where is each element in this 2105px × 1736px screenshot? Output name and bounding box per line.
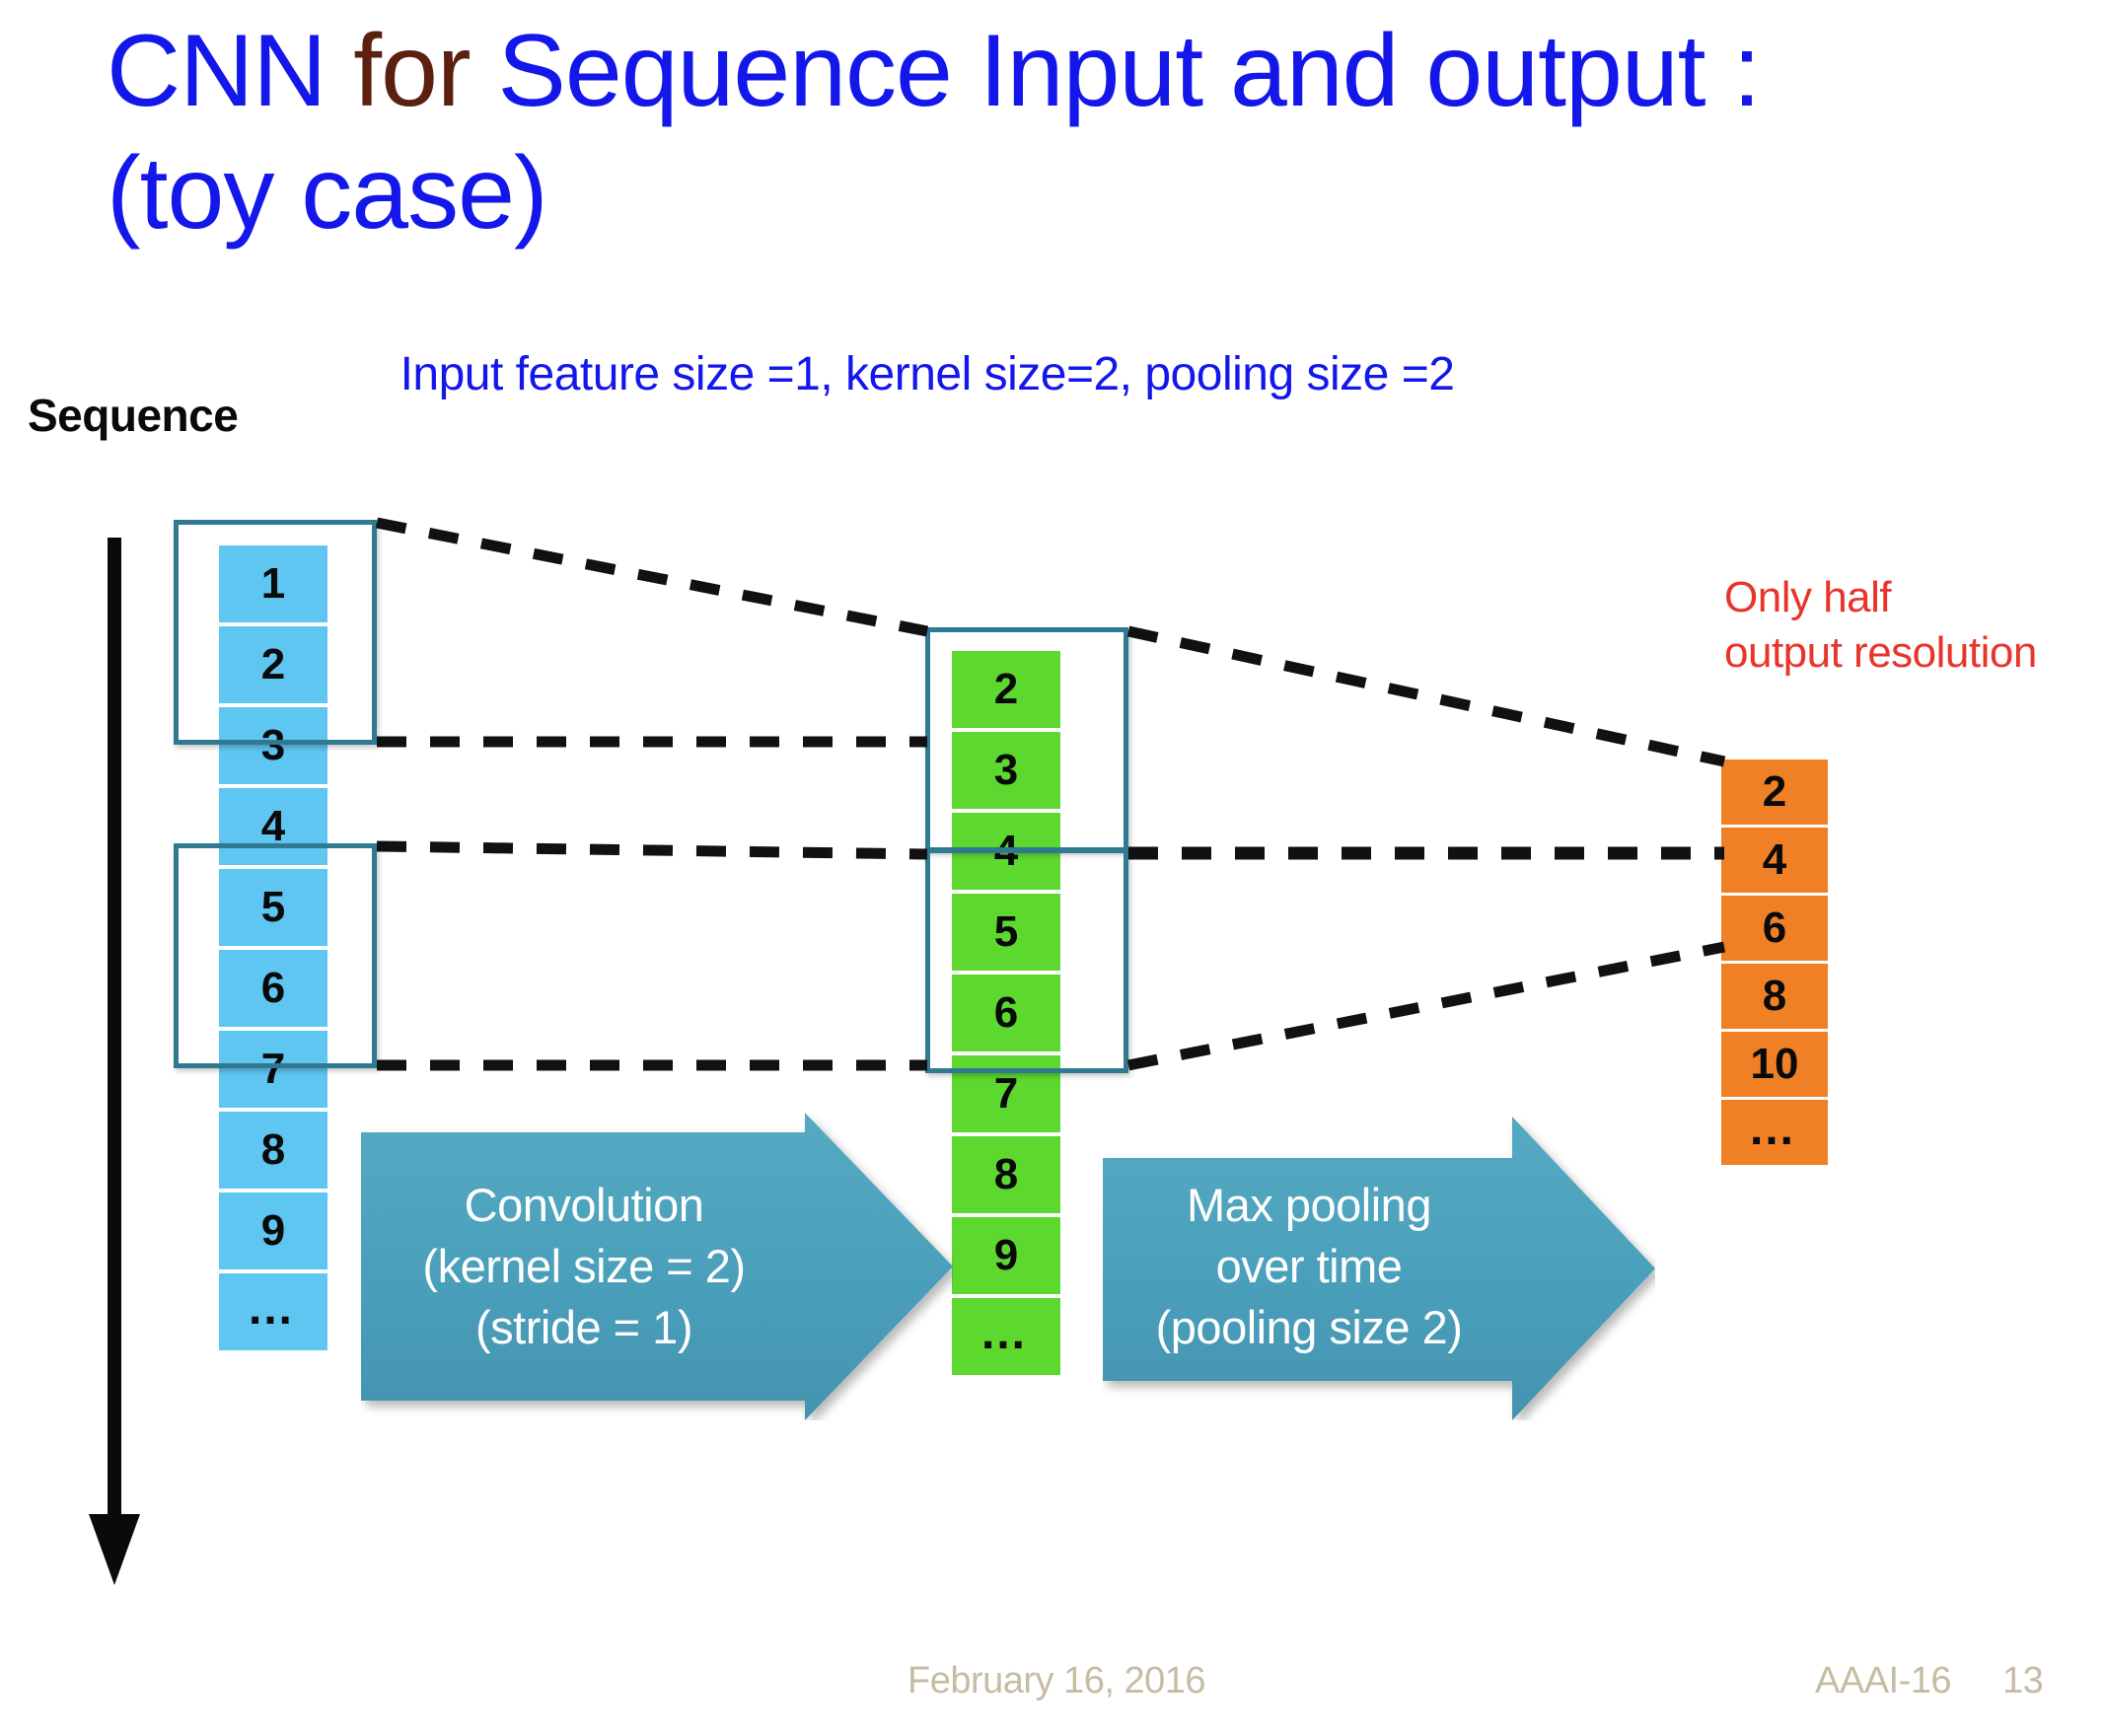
conv-cell: 6 <box>952 975 1060 1051</box>
title-part-rest: Sequence Input and output : (toy case) <box>107 14 1788 251</box>
pool-cell: 6 <box>1721 896 1828 961</box>
convolution-output-column: 2 3 4 5 6 7 8 9 … <box>952 651 1060 1379</box>
conv-pooling-window-2 <box>925 848 1128 1073</box>
callout-line-1: Only half <box>1724 573 1892 621</box>
conv-cell: 2 <box>952 651 1060 728</box>
connector-line <box>1126 941 1726 1071</box>
title-part-cnn: CNN <box>107 14 354 128</box>
sequence-direction-arrow-icon <box>89 538 140 1585</box>
input-sequence-column: 1 2 3 4 5 6 7 8 9 … <box>219 545 327 1354</box>
input-kernel-window-2 <box>174 843 377 1068</box>
output-resolution-callout: Only half output resolution <box>1724 570 2105 681</box>
convolution-arrow-icon <box>361 1113 953 1420</box>
connector-line <box>375 517 929 637</box>
input-cell: 5 <box>219 869 327 946</box>
input-cell: 8 <box>219 1112 327 1189</box>
input-cell: 7 <box>219 1031 327 1108</box>
conv-cell: 8 <box>952 1136 1060 1213</box>
pooling-output-column: 2 4 6 8 10 … <box>1721 760 1828 1168</box>
page-title: CNN for Sequence Input and output : (toy… <box>107 10 1882 254</box>
pool-cell: 4 <box>1721 828 1828 893</box>
pooling-arrow-icon <box>1103 1117 1655 1420</box>
title-part-for: for <box>353 14 498 128</box>
subtitle: Input feature size =1, kernel size=2, po… <box>399 348 1455 400</box>
conv-cell-ellipsis: … <box>952 1298 1060 1375</box>
footer-conference: AAAI-16 <box>1815 1660 1952 1701</box>
pooling-arrow: Max pooling over time (pooling size 2) <box>1103 1113 1655 1420</box>
input-cell: 9 <box>219 1193 327 1269</box>
connector-line <box>376 840 928 860</box>
pool-cell: 2 <box>1721 760 1828 825</box>
conv-cell: 5 <box>952 894 1060 971</box>
conv-cell: 9 <box>952 1217 1060 1294</box>
conv-pooling-window-1 <box>925 627 1128 852</box>
pool-cell-ellipsis: … <box>1721 1100 1828 1165</box>
convolution-arrow: Convolution (kernel size = 2) (stride = … <box>361 1113 953 1420</box>
connector-line <box>1126 625 1726 767</box>
footer-page-number: 13 <box>2002 1660 2044 1701</box>
input-cell: 3 <box>219 707 327 784</box>
pool-cell: 10 <box>1721 1032 1828 1097</box>
input-cell: 6 <box>219 950 327 1027</box>
input-cell: 4 <box>219 788 327 865</box>
footer-date: February 16, 2016 <box>907 1660 1206 1701</box>
pool-cell: 8 <box>1721 964 1828 1029</box>
input-cell: 1 <box>219 545 327 622</box>
input-cell-ellipsis: … <box>219 1273 327 1350</box>
conv-cell: 3 <box>952 732 1060 809</box>
sequence-label: Sequence <box>28 390 239 441</box>
input-cell: 2 <box>219 626 327 703</box>
callout-line-2: output resolution <box>1724 628 2037 677</box>
input-kernel-window-1 <box>174 520 377 745</box>
